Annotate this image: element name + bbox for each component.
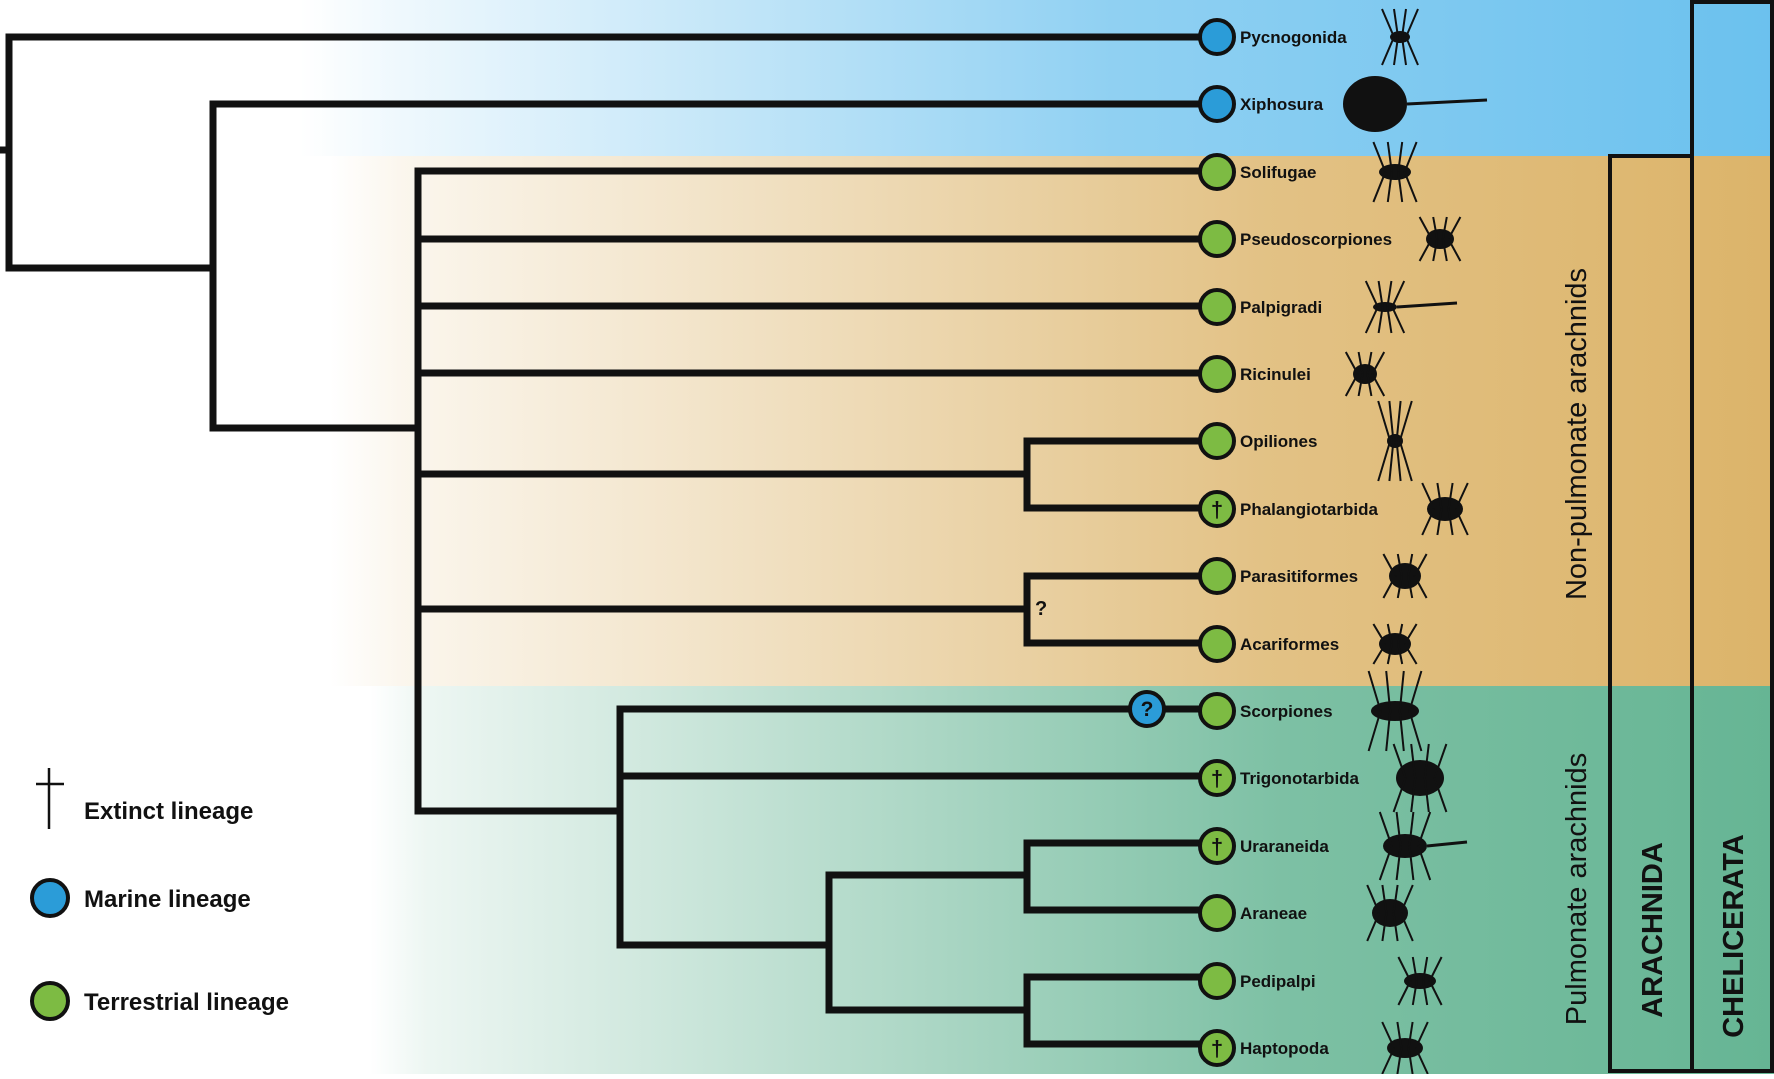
scorpion-uncertain-mark: ? <box>1141 698 1154 721</box>
taxon-label: Solifugae <box>1240 163 1317 182</box>
extinct-dagger-icon: † <box>1211 497 1223 522</box>
legend-marine-icon <box>30 878 70 918</box>
parasitiformes-silhouette-icon <box>1382 553 1428 599</box>
uraraneida-silhouette-icon <box>1378 811 1468 881</box>
pycnogonida-silhouette-icon <box>1381 8 1419 66</box>
xiphosura-silhouette-icon <box>1343 76 1488 132</box>
taxon-trigonotarbida: † Trigonotarbida <box>1198 759 1360 797</box>
opiliones-silhouette-icon <box>1377 400 1413 482</box>
taxon-pycnogonida: Pycnogonida <box>1198 18 1347 56</box>
taxon-pseudoscorpiones: Pseudoscorpiones <box>1198 220 1392 258</box>
extinct-dagger-icon: † <box>1211 834 1223 859</box>
araneae-silhouette-icon <box>1366 884 1414 942</box>
terrestrial-lineage-dot <box>1198 153 1236 191</box>
taxon-palpigradi: Palpigradi <box>1198 288 1322 326</box>
marine-lineage-dot <box>1198 18 1236 56</box>
acariformes-silhouette-icon <box>1372 623 1418 665</box>
chelicerata-label: CHELICERATA <box>1718 834 1750 1038</box>
terrestrial-lineage-dot <box>1198 1029 1236 1067</box>
taxon-scorpiones: Scorpiones <box>1198 692 1333 730</box>
legend-extinct-icon <box>36 768 64 829</box>
taxon-parasitiformes: Parasitiformes <box>1198 557 1358 595</box>
terrestrial-lineage-dot <box>1198 625 1236 663</box>
legend-terrestrial-text: Terrestrial lineage <box>84 989 289 1016</box>
arachnida-label: ARACHNIDA <box>1637 842 1669 1018</box>
taxon-haptopoda: † Haptopoda <box>1198 1029 1329 1067</box>
taxon-pedipalpi: Pedipalpi <box>1198 962 1316 1000</box>
taxon-phalangiotarbida: † Phalangiotarbida <box>1198 490 1378 528</box>
taxon-xiphosura: Xiphosura <box>1198 85 1324 123</box>
taxon-ricinulei: Ricinulei <box>1198 355 1311 393</box>
terrestrial-lineage-dot <box>1198 962 1236 1000</box>
taxon-label: Haptopoda <box>1240 1039 1329 1058</box>
uncertain-node-mark: ? <box>1035 598 1047 620</box>
taxon-araneae: Araneae <box>1198 894 1307 932</box>
legend: Extinct lineage Marine lineage Terrestri… <box>30 768 289 1021</box>
tree-branches <box>0 33 1217 1048</box>
taxon-label: Pycnogonida <box>1240 28 1347 47</box>
pedipalpi-silhouette-icon <box>1397 956 1443 1006</box>
legend-extinct-text: Extinct lineage <box>84 798 253 825</box>
terrestrial-lineage-dot <box>1198 692 1236 730</box>
palpigradi-silhouette-icon <box>1364 280 1458 334</box>
pseudoscorpiones-silhouette-icon <box>1418 216 1462 262</box>
phalangiotarbida-silhouette-icon <box>1421 482 1469 536</box>
taxon-opiliones: Opiliones <box>1198 422 1317 460</box>
ricinulei-silhouette-icon <box>1344 351 1386 397</box>
terrestrial-lineage-dot <box>1198 894 1236 932</box>
trigonotarbida-silhouette-icon <box>1392 743 1448 813</box>
pulmonate-band <box>370 686 1774 1074</box>
taxon-solifugae: Solifugae <box>1198 153 1317 191</box>
pulmonate-label: Pulmonate arachnids <box>1561 753 1593 1025</box>
legend-terrestrial-icon <box>30 981 70 1021</box>
marine-band <box>300 0 1774 156</box>
terrestrial-lineage-dot <box>1198 288 1236 326</box>
taxon-label: Araneae <box>1240 904 1307 923</box>
taxon-label: Pseudoscorpiones <box>1240 230 1392 249</box>
taxon-label: Palpigradi <box>1240 298 1322 317</box>
solifugae-silhouette-icon <box>1372 141 1418 203</box>
legend-marine-text: Marine lineage <box>84 886 251 913</box>
marine-lineage-dot <box>1198 85 1236 123</box>
terrestrial-lineage-dot <box>1198 490 1236 528</box>
taxon-label: Uraraneida <box>1240 837 1329 856</box>
taxon-label: Xiphosura <box>1240 95 1324 114</box>
extinct-dagger-icon: † <box>1211 1036 1223 1061</box>
arthropod-silhouettes <box>1343 8 1488 1075</box>
taxon-label: Opiliones <box>1240 432 1317 451</box>
chelicerata-bracket <box>1690 0 1774 1073</box>
taxon-label: Scorpiones <box>1240 702 1333 721</box>
taxon-label: Phalangiotarbida <box>1240 500 1378 519</box>
extinct-dagger-icon: † <box>1211 766 1223 791</box>
terrestrial-lineage-dot <box>1198 557 1236 595</box>
taxon-acariformes: Acariformes <box>1198 625 1339 663</box>
taxon-label: Ricinulei <box>1240 365 1311 384</box>
taxon-label: Parasitiformes <box>1240 567 1358 586</box>
non-pulmonate-label: Non-pulmonate arachnids <box>1561 268 1593 600</box>
non-pulmonate-band <box>330 156 1774 686</box>
taxon-label: Trigonotarbida <box>1240 769 1360 788</box>
taxon-uraraneida: † Uraraneida <box>1198 827 1329 865</box>
terrestrial-lineage-dot <box>1198 220 1236 258</box>
haptopoda-silhouette-icon <box>1381 1021 1429 1075</box>
terrestrial-lineage-dot <box>1198 355 1236 393</box>
scorpion-marine-uncertain-marker: ? <box>1128 690 1166 728</box>
taxon-tips: PycnogonidaXiphosuraSolifugaePseudoscorp… <box>1198 18 1392 1067</box>
scorpiones-silhouette-icon <box>1367 670 1423 752</box>
terrestrial-lineage-dot <box>1198 827 1236 865</box>
terrestrial-lineage-dot <box>1198 422 1236 460</box>
taxon-label: Acariformes <box>1240 635 1339 654</box>
taxon-label: Pedipalpi <box>1240 972 1316 991</box>
terrestrial-lineage-dot <box>1198 759 1236 797</box>
